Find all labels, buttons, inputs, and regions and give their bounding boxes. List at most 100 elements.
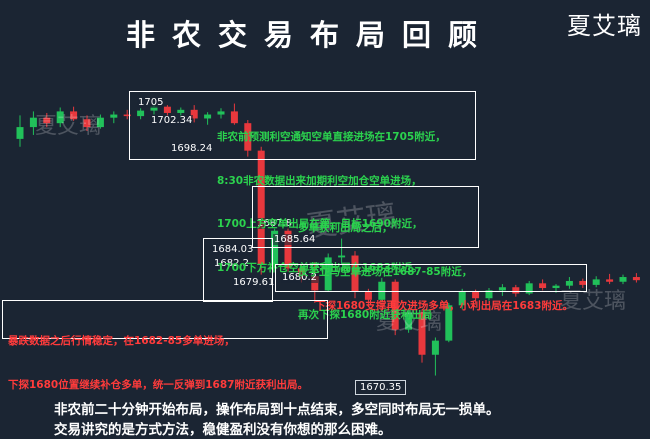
watermark: 夏艾璃	[35, 114, 102, 139]
candle	[351, 251, 359, 299]
candle	[378, 277, 386, 302]
candle-body	[230, 111, 238, 124]
price-label: 1702.34	[150, 115, 194, 126]
price-label: 1687.8	[256, 218, 293, 229]
candle-body	[472, 291, 480, 299]
candle	[83, 115, 91, 132]
candle-body	[619, 277, 627, 282]
candle-body	[606, 279, 614, 282]
candle-body	[579, 280, 587, 285]
candle-body	[137, 110, 145, 117]
candle-body	[29, 117, 37, 128]
candle	[405, 308, 413, 333]
candle-body	[445, 305, 453, 341]
candle-body	[163, 106, 171, 113]
annotation-box-2-text: 多单获利出局之后， 反手立马空单进场在1687-85附近， 再次下探1680附近…	[298, 192, 472, 337]
candle	[485, 288, 493, 301]
candle-body	[565, 280, 573, 286]
candle	[29, 111, 37, 135]
candle-body	[431, 340, 439, 355]
annotation-line: 反手立马空单进场在1687-85附近，	[298, 265, 473, 278]
candle-body	[110, 114, 118, 118]
price-label: 1682.2	[213, 258, 250, 269]
candle-body	[284, 230, 292, 269]
annotation-line: 暴跌数据之后行情稳定，在1682-85多单进场，	[8, 335, 235, 347]
candle	[43, 112, 51, 128]
annotation-line: 1700上方空单出局在第一目标1690附近，	[217, 218, 423, 230]
candle	[230, 103, 238, 125]
candle	[579, 278, 587, 289]
price-label: 1684.03	[211, 244, 255, 255]
candle	[539, 279, 547, 291]
candle-body	[498, 287, 506, 291]
price-label: 1680.2	[281, 272, 318, 283]
price-label: 1705	[137, 97, 165, 108]
price-label: 1698.24	[170, 143, 214, 154]
candle	[391, 279, 399, 336]
watermark: 夏艾璃	[376, 310, 443, 335]
candle	[244, 120, 252, 157]
candle-body	[552, 285, 560, 289]
candle-body	[311, 276, 319, 291]
candle	[16, 115, 24, 147]
annotation-box-3	[275, 264, 587, 292]
annotation-line: 再次下探1680附近获利出局	[298, 309, 433, 321]
highlight-box	[203, 238, 273, 302]
candle-body	[364, 291, 372, 300]
candle-body	[56, 111, 64, 124]
candle-body	[83, 119, 91, 128]
candle-body	[405, 312, 413, 330]
candle	[257, 146, 265, 275]
candle-body	[391, 281, 399, 330]
annotation-line: 非农前预测利空通知空单直接进场在1705附近，	[217, 131, 446, 143]
annotation-box-4	[2, 300, 328, 339]
candle	[137, 108, 145, 120]
candle-body	[96, 117, 104, 128]
candle-body	[324, 257, 332, 291]
candle-body	[244, 123, 252, 151]
candle	[96, 114, 104, 129]
candle-body	[378, 281, 386, 300]
price-label: 1679.61	[232, 277, 276, 288]
candle-body	[190, 109, 198, 119]
candle	[565, 277, 573, 289]
candle-body	[418, 312, 426, 355]
candle-body	[257, 150, 265, 265]
candle-body	[217, 111, 225, 115]
footer-line-2: 交易讲究的是方式方法，稳健盈利没有你想的那么困难。	[54, 422, 392, 438]
footer-line-1: 非农前二十分钟开始布局，操作布局到十点结束，多空同时布局无一损单。	[54, 402, 500, 418]
candle	[338, 238, 346, 265]
candle	[431, 337, 439, 376]
candle-body	[70, 111, 78, 120]
candle	[163, 105, 171, 117]
candle	[525, 280, 533, 296]
candle	[592, 276, 600, 288]
watermark: 夏艾璃	[560, 289, 627, 314]
annotation-box-3-text: 下探1680支撑再次进场多单，小利出局在1683附近。	[315, 270, 573, 328]
candle	[632, 273, 640, 283]
candle-body	[150, 106, 158, 111]
candle	[217, 108, 225, 119]
candle	[70, 106, 78, 121]
annotation-line: 下探1680支撑再次进场多单，小利出局在1683附近。	[315, 300, 573, 312]
candle	[190, 105, 198, 123]
candle	[56, 107, 64, 128]
price-label: 1685.64	[273, 234, 317, 245]
annotation-box-1	[129, 91, 476, 160]
candle-body	[338, 255, 346, 258]
candle-body	[525, 283, 533, 294]
candle-body	[351, 255, 359, 292]
candle-body	[458, 291, 466, 306]
candle	[498, 284, 506, 296]
annotation-box-4-text: 暴跌数据之后行情稳定，在1682-85多单进场， 下探1680位置继续补仓多单，…	[8, 305, 308, 407]
candle	[606, 273, 614, 285]
annotation-box-2	[252, 186, 479, 248]
candle	[418, 310, 426, 363]
candle	[204, 112, 212, 125]
candle-body	[123, 114, 131, 117]
annotation-line: 8:30非农数据出来加期利空加仓空单进场，	[217, 174, 422, 187]
candle	[445, 302, 453, 343]
price-label-low: 1670.35	[355, 380, 407, 395]
annotation-line: 下探1680位置继续补仓多单，统一反弹到1687附近获利出局。	[8, 378, 308, 391]
author-signature: 夏艾璃	[567, 12, 642, 40]
